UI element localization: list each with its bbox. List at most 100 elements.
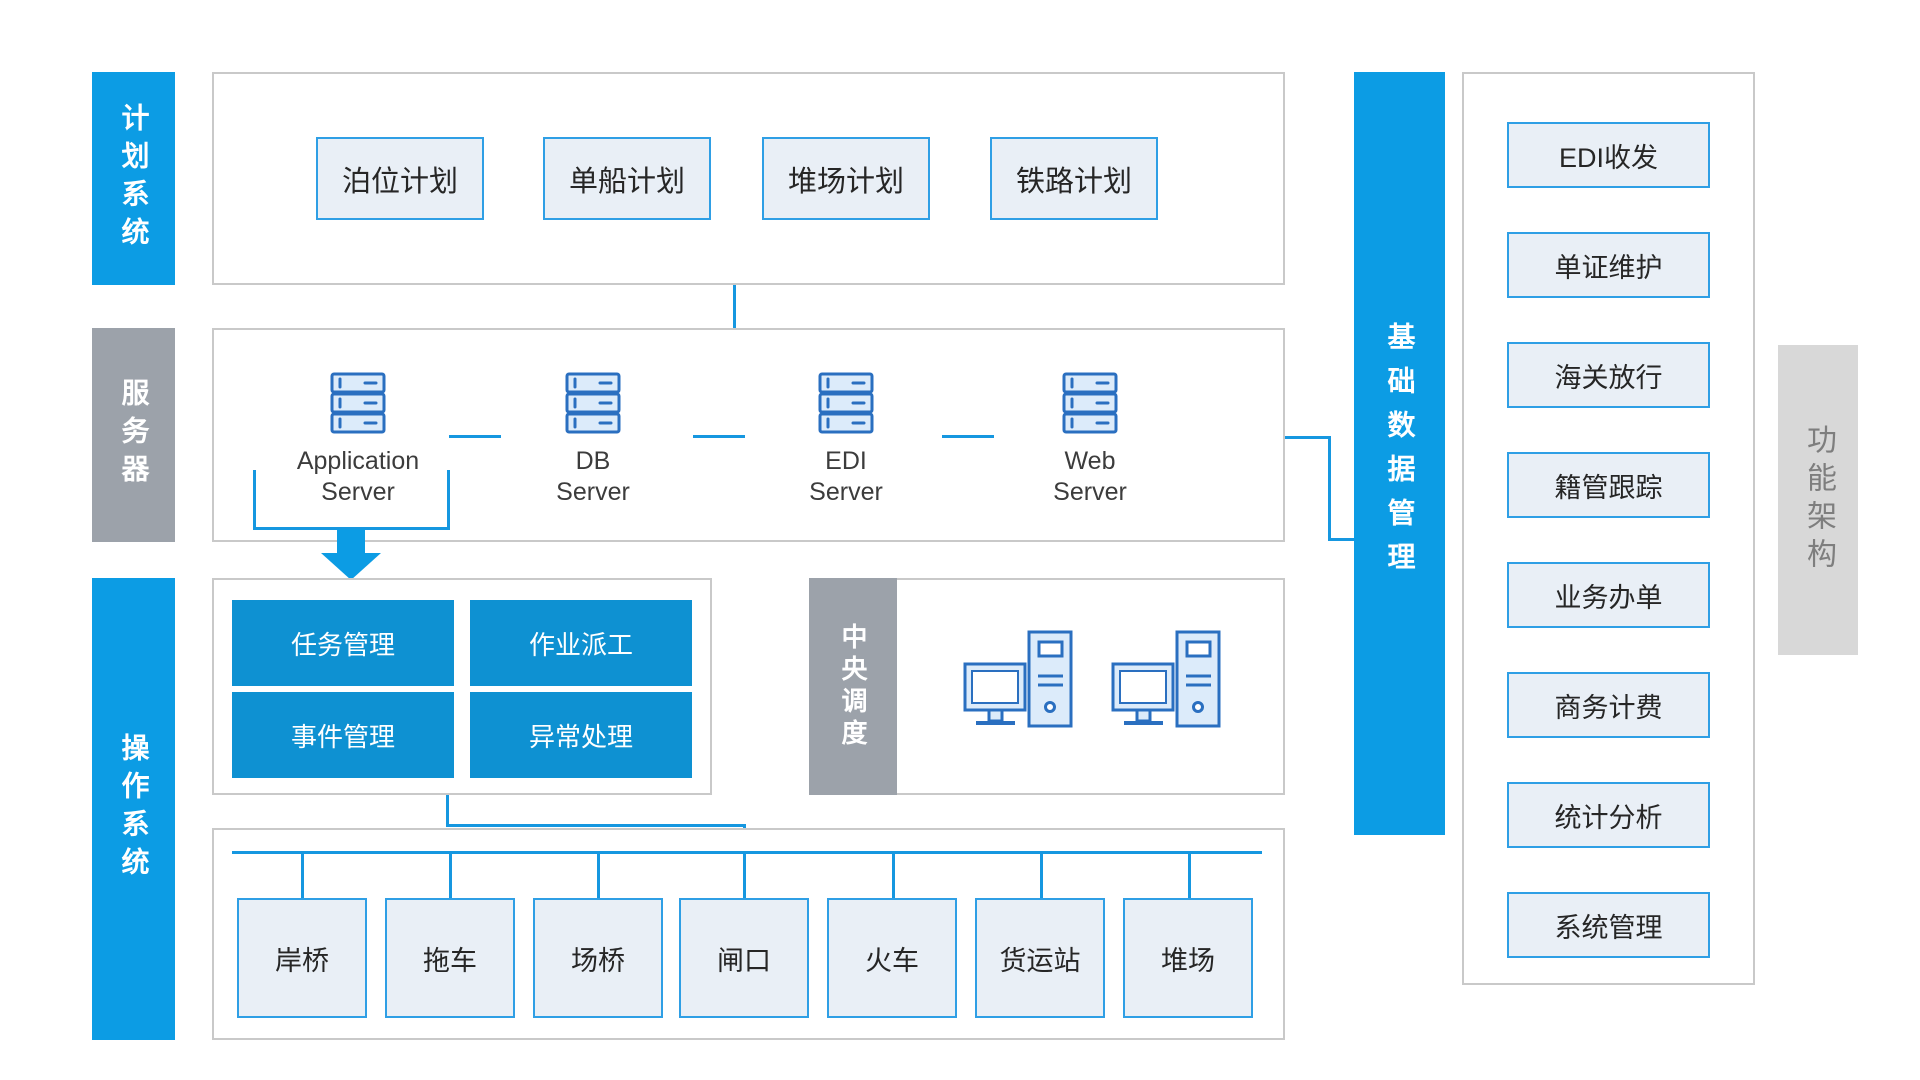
plan-box-rail: 铁路计划	[990, 137, 1158, 220]
function-label: 商务计费	[1554, 692, 1663, 723]
equipment-box-yard: 堆场	[1123, 898, 1253, 1018]
equipment-box-gate: 闸口	[679, 898, 809, 1018]
workstation-icon	[1111, 630, 1221, 728]
equipment-box-yard-crane: 场桥	[533, 898, 663, 1018]
plan-box-yard: 堆场计划	[762, 137, 930, 220]
planning-system-bar-label: 计划系统	[118, 102, 150, 255]
plan-box-vessel-label: 单船计划	[568, 165, 685, 198]
connector-server-to-basedata	[1328, 436, 1331, 541]
equipment-label: 火车	[865, 945, 919, 976]
function-box-system-management: 系统管理	[1507, 892, 1710, 958]
equipment-box-train: 火车	[827, 898, 957, 1018]
operation-box-event: 事件管理	[232, 692, 454, 778]
plan-box-berth: 泊位计划	[316, 137, 484, 220]
app-server-arrow	[337, 529, 365, 555]
app-server-bracket	[253, 470, 450, 530]
bus-drop	[301, 851, 304, 900]
equipment-label: 场桥	[571, 945, 625, 976]
equipment-box-trailer: 拖车	[385, 898, 515, 1018]
operation-box-dispatch: 作业派工	[470, 600, 692, 686]
function-box-documents: 单证维护	[1507, 232, 1710, 298]
connector-operation-elbow	[446, 824, 746, 827]
equipment-label: 岸桥	[275, 945, 329, 976]
equipment-label: 堆场	[1161, 945, 1215, 976]
connector-server-to-basedata	[1328, 538, 1356, 541]
server-group-application: Application Server	[273, 372, 443, 509]
function-box-edi: EDI收发	[1507, 122, 1710, 188]
server-label: EDI Server	[809, 446, 883, 509]
plan-box-vessel: 单船计划	[543, 137, 711, 220]
function-label: 统计分析	[1554, 802, 1663, 833]
server-bar-label: 服务器	[118, 378, 150, 492]
server-group-edi: EDI Server	[761, 372, 931, 509]
server-label-line2: Server	[321, 478, 395, 507]
central-dispatch-label: 中央调度	[838, 622, 868, 751]
function-label: 业务办单	[1554, 582, 1663, 613]
operation-box-exception-label: 异常处理	[528, 721, 633, 752]
server-label-line1: DB	[575, 447, 611, 475]
equipment-label: 闸口	[717, 945, 771, 976]
operation-box-exception: 异常处理	[470, 692, 692, 778]
server-label-line1: Application	[296, 447, 420, 475]
function-box-registry-tracking: 籍管跟踪	[1507, 452, 1710, 518]
equipment-box-freight-station: 货运站	[975, 898, 1105, 1018]
function-container	[1462, 72, 1755, 985]
function-box-statistics: 统计分析	[1507, 782, 1710, 848]
operation-box-event-label: 事件管理	[290, 721, 395, 752]
equipment-label: 货运站	[999, 945, 1081, 976]
connector-planning-to-server	[733, 285, 736, 328]
function-box-customs: 海关放行	[1507, 342, 1710, 408]
function-label: EDI收发	[1558, 142, 1658, 173]
server-label: DB Server	[556, 446, 630, 509]
function-box-business-orders: 业务办单	[1507, 562, 1710, 628]
operation-box-task-label: 任务管理	[290, 629, 395, 660]
server-label: Web Server	[1053, 446, 1127, 509]
connector-operation-elbow	[446, 795, 449, 826]
base-data-management-label: 基础数据管理	[1384, 321, 1416, 586]
bus-line	[232, 851, 1262, 854]
server-icon	[330, 372, 386, 434]
workstation-icon	[963, 630, 1073, 728]
server-label-line1: Web	[1064, 447, 1116, 475]
server-container	[212, 328, 1285, 542]
bus-drop	[892, 851, 895, 900]
server-group-web: Web Server	[1005, 372, 1175, 509]
connector-server-to-basedata	[1285, 436, 1331, 439]
planning-system-bar: 计划系统	[92, 72, 175, 285]
app-server-arrow-head	[321, 553, 381, 580]
function-architecture-label: 功能架构	[1802, 424, 1835, 576]
bus-drop	[1040, 851, 1043, 900]
server-icon	[565, 372, 621, 434]
function-label: 系统管理	[1554, 912, 1663, 943]
function-label: 单证维护	[1554, 252, 1663, 283]
base-data-management-bar: 基础数据管理	[1354, 72, 1445, 835]
bus-drop	[449, 851, 452, 900]
operation-system-bar-label: 操作系统	[118, 733, 150, 885]
server-bar: 服务器	[92, 328, 175, 542]
operation-box-task: 任务管理	[232, 600, 454, 686]
server-link-dash	[693, 435, 745, 438]
equipment-box-quay-crane: 岸桥	[237, 898, 367, 1018]
plan-box-berth-label: 泊位计划	[341, 165, 458, 198]
bus-drop	[1188, 851, 1191, 900]
server-group-db: DB Server	[508, 372, 678, 509]
server-label-line2: Server	[556, 478, 630, 507]
server-icon	[818, 372, 874, 434]
function-label: 海关放行	[1554, 362, 1663, 393]
server-label-line1: EDI	[825, 447, 867, 475]
plan-box-yard-label: 堆场计划	[787, 165, 904, 198]
plan-box-rail-label: 铁路计划	[1015, 165, 1132, 198]
operation-system-bar: 操作系统	[92, 578, 175, 1040]
function-label: 籍管跟踪	[1554, 472, 1663, 503]
server-label-line2: Server	[1053, 478, 1127, 507]
server-icon	[1062, 372, 1118, 434]
operation-box-dispatch-label: 作业派工	[528, 629, 633, 660]
server-link-dash	[449, 435, 501, 438]
function-architecture-bar: 功能架构	[1778, 345, 1858, 655]
server-label-line2: Server	[809, 478, 883, 507]
equipment-label: 拖车	[423, 945, 477, 976]
server-label: Application Server	[297, 446, 419, 509]
server-link-dash	[942, 435, 994, 438]
central-dispatch-bar: 中央调度	[809, 578, 897, 795]
